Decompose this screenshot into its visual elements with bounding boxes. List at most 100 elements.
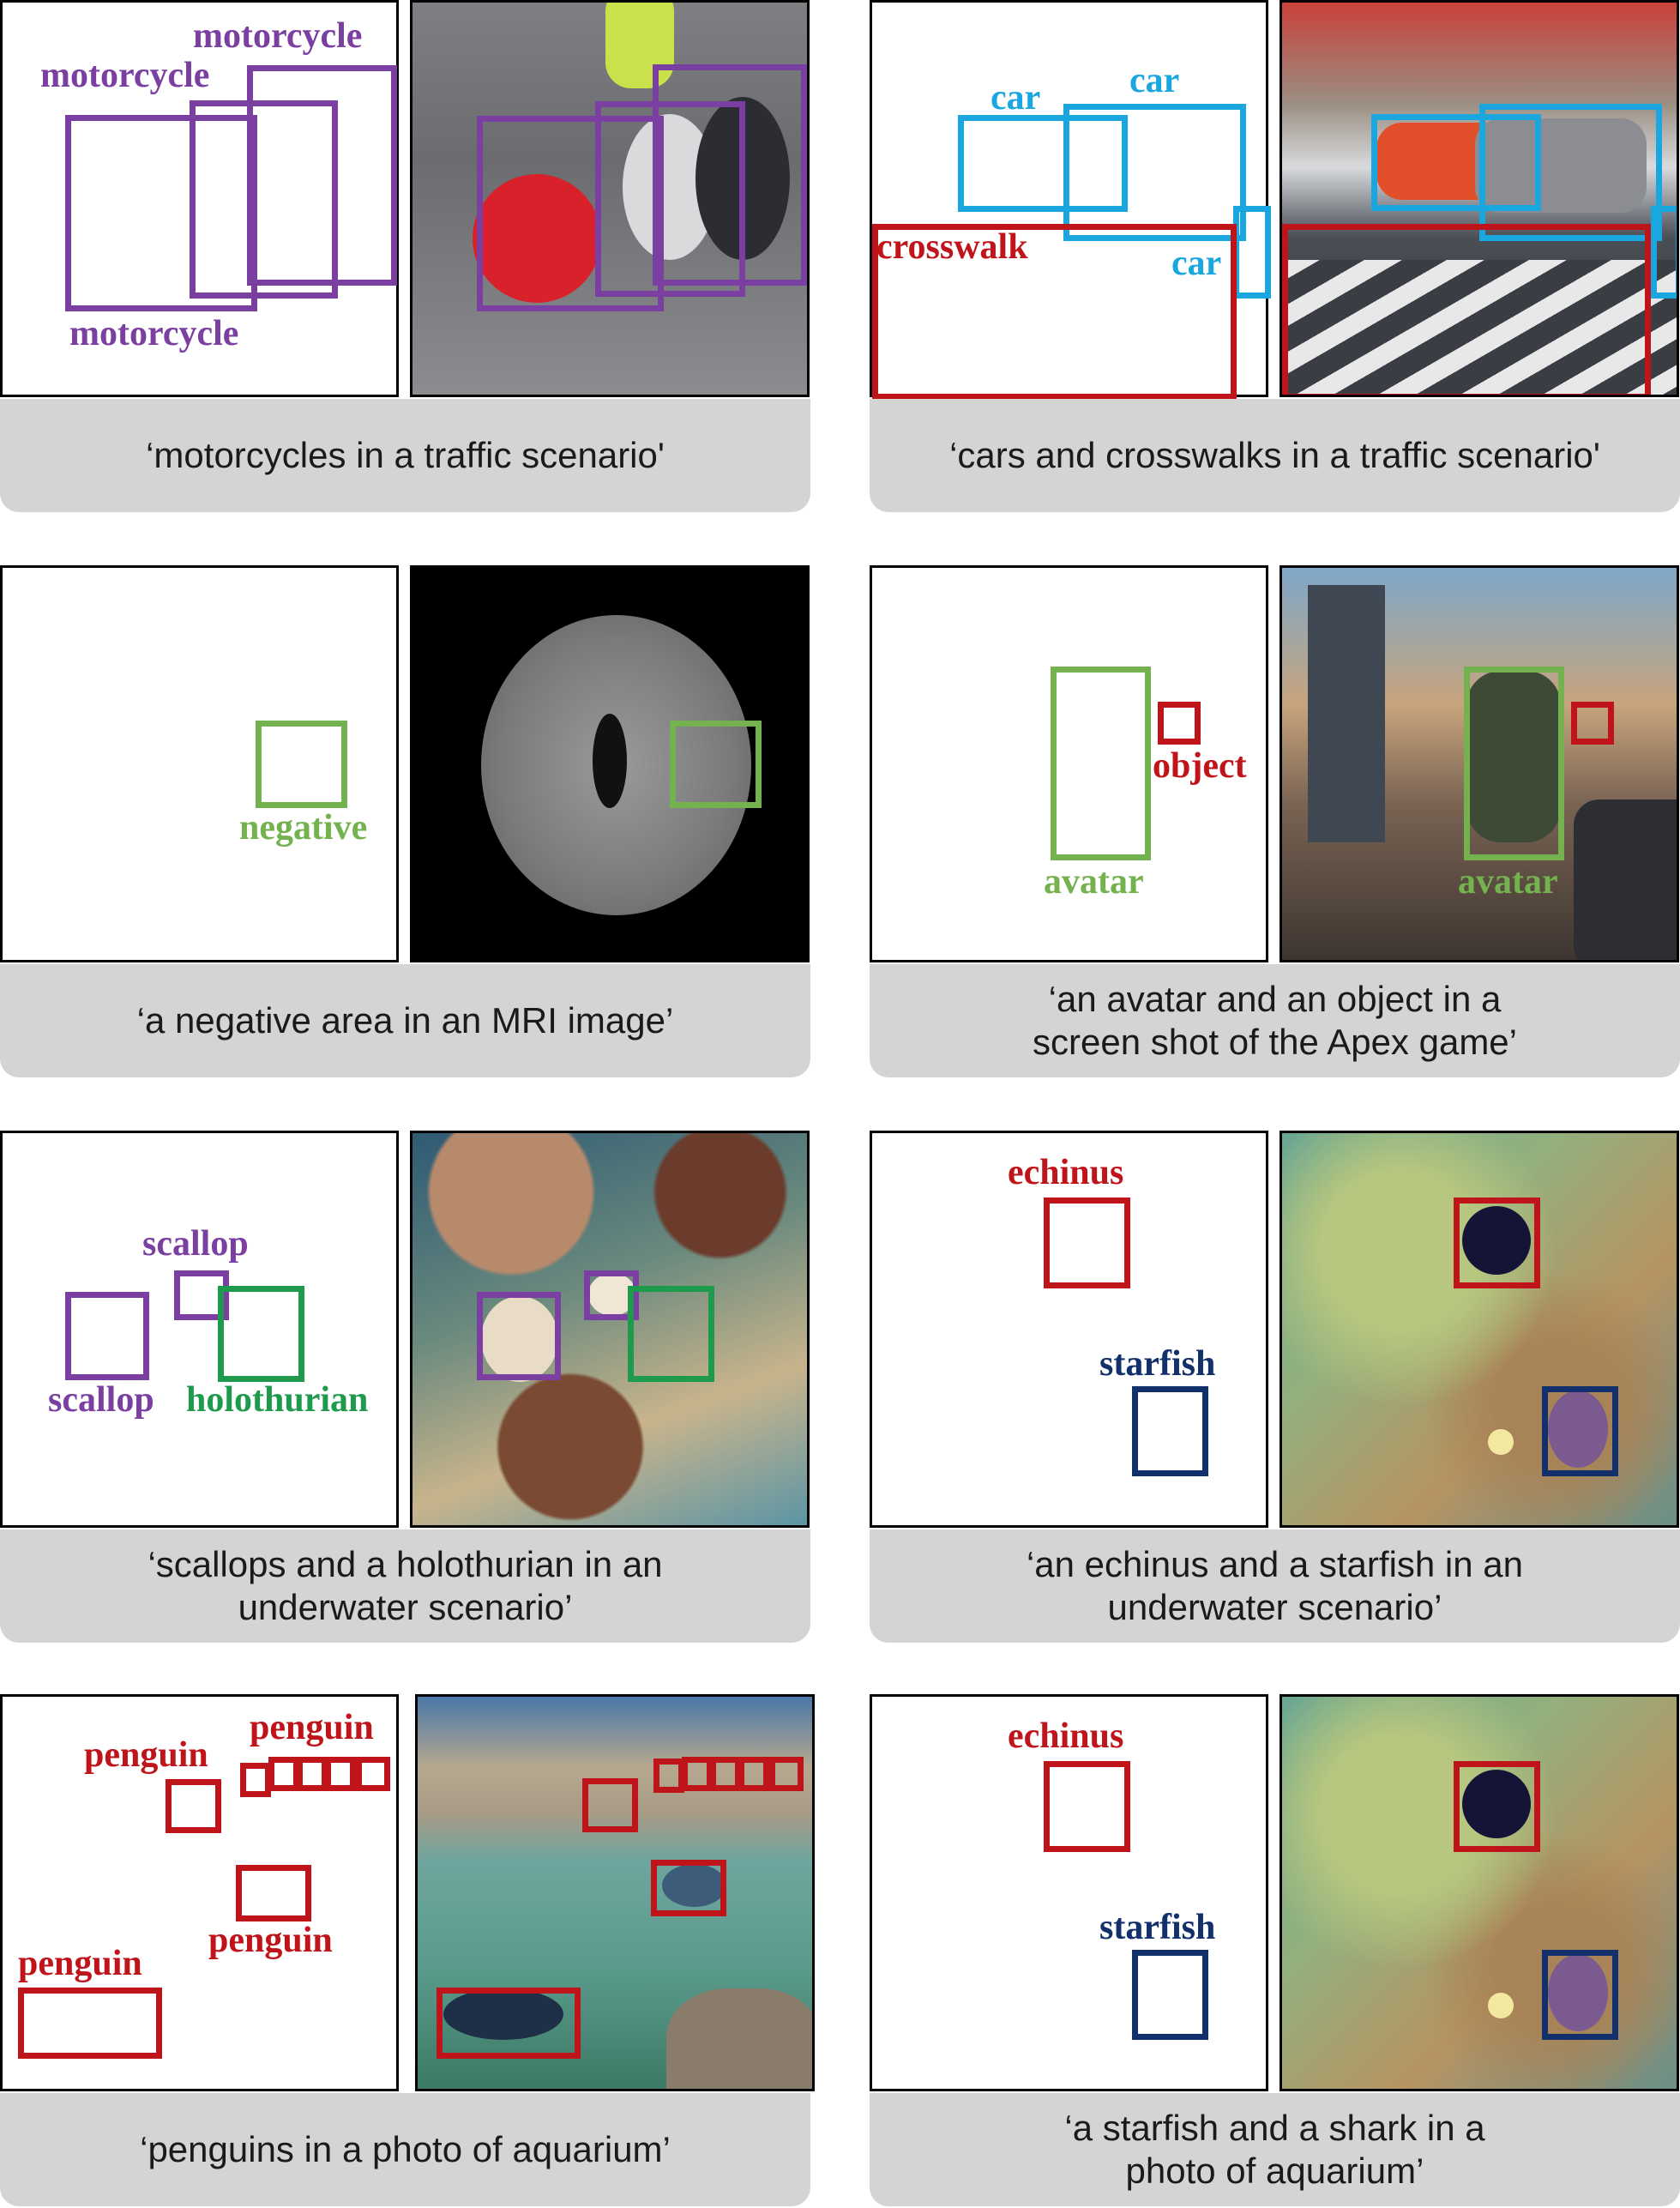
generated-photo bbox=[415, 1694, 815, 2091]
bbox-penguin bbox=[769, 1757, 804, 1791]
bbox-penguin bbox=[356, 1757, 390, 1791]
label-echinus: echinus bbox=[1008, 1716, 1124, 1756]
label-penguin: penguin bbox=[208, 1921, 333, 1960]
light-spot bbox=[1488, 1429, 1514, 1455]
grey-car bbox=[1475, 118, 1647, 213]
layout-canvas: motorcycle motorcycle motorcycle bbox=[0, 0, 399, 397]
caption-line: underwater scenario’ bbox=[238, 1587, 573, 1627]
bbox-penguin bbox=[166, 1779, 221, 1833]
bbox-negative bbox=[670, 721, 762, 808]
generated-photo bbox=[410, 0, 810, 397]
layout-canvas: scallop scallop holothurian bbox=[0, 1131, 399, 1528]
bbox-car bbox=[958, 115, 1128, 212]
echinus bbox=[1462, 1770, 1531, 1838]
caption: ‘scallops and a holothurian in an underw… bbox=[0, 1529, 810, 1643]
bbox-penguin bbox=[236, 1865, 311, 1921]
generated-photo bbox=[1280, 1131, 1679, 1528]
bbox-starfish bbox=[1542, 1386, 1618, 1476]
generated-photo: avatar bbox=[1280, 565, 1679, 962]
figure-panel-mri: negative ‘a negative area in an MRI imag… bbox=[0, 565, 821, 1077]
caption: ‘cars and crosswalks in a traffic scenar… bbox=[870, 399, 1680, 512]
caption: ‘an echinus and a starfish in an underwa… bbox=[870, 1529, 1680, 1643]
figure-panel-echinus: echinus starfish ‘an echinus and a starf… bbox=[870, 1131, 1680, 1643]
figure-panel-aquarium: echinus starfish ‘a starfish and a shark… bbox=[870, 1694, 1680, 2206]
label-holothurian: holothurian bbox=[186, 1380, 369, 1420]
caption: ‘penguins in a photo of aquarium’ bbox=[0, 2093, 810, 2206]
bbox-motorcycle bbox=[653, 64, 807, 286]
figure-panel-cars: car car crosswalk car ‘cars and crosswal… bbox=[870, 0, 1680, 512]
bbox-penguin bbox=[325, 1757, 356, 1791]
layout-canvas: negative bbox=[0, 565, 399, 962]
label-penguin: penguin bbox=[250, 1708, 374, 1747]
label-echinus: echinus bbox=[1008, 1153, 1124, 1192]
figure-panel-apex: object avatar avatar ‘an avatar and an o… bbox=[870, 565, 1680, 1077]
bbox-echinus bbox=[1044, 1198, 1130, 1288]
red-motorcycle bbox=[473, 174, 601, 303]
layout-canvas: object avatar bbox=[870, 565, 1268, 962]
layout-canvas: echinus starfish bbox=[870, 1131, 1268, 1528]
bbox-penguin bbox=[18, 1988, 162, 2059]
bbox-starfish bbox=[1132, 1950, 1208, 2040]
bbox-avatar bbox=[1464, 667, 1564, 860]
bbox-penguin bbox=[582, 1778, 638, 1832]
bbox-penguin bbox=[710, 1757, 741, 1791]
bbox-penguin bbox=[651, 1860, 726, 1916]
echinus bbox=[1462, 1206, 1531, 1275]
generated-photo bbox=[1280, 1694, 1679, 2091]
bbox-echinus bbox=[1454, 1761, 1540, 1852]
label-scallop: scallop bbox=[142, 1224, 249, 1264]
label-penguin: penguin bbox=[84, 1735, 208, 1775]
label-car: car bbox=[991, 78, 1041, 118]
label-negative: negative bbox=[239, 808, 368, 848]
figure-panel-motorcycles: motorcycle motorcycle motorcycle ‘motorc… bbox=[0, 0, 821, 512]
crosswalk-stripes bbox=[1282, 260, 1677, 395]
bbox-motorcycle bbox=[190, 100, 338, 299]
building bbox=[1308, 585, 1385, 842]
label-scallop: scallop bbox=[48, 1380, 154, 1420]
bbox-echinus bbox=[1454, 1198, 1540, 1288]
bbox-car bbox=[1479, 104, 1662, 241]
caption-line: ‘a negative area in an MRI image’ bbox=[136, 1000, 674, 1041]
bbox-penguin bbox=[240, 1763, 271, 1797]
bbox-crosswalk bbox=[872, 224, 1237, 400]
caption-line: ‘an echinus and a starfish in an bbox=[1026, 1544, 1524, 1585]
light-spot bbox=[1488, 1993, 1514, 2018]
bbox-object bbox=[1158, 702, 1201, 745]
caption: ‘a negative area in an MRI image’ bbox=[0, 964, 810, 1077]
bbox-object bbox=[1571, 702, 1614, 745]
penguin-swimming bbox=[443, 1988, 563, 2040]
bbox-holothurian bbox=[218, 1286, 304, 1382]
figure-panel-penguins: penguin penguin penguin penguin ‘penguin… bbox=[0, 1694, 821, 2206]
bbox-car bbox=[1233, 206, 1271, 299]
label-motorcycle: motorcycle bbox=[69, 314, 239, 353]
generated-photo bbox=[410, 1131, 810, 1528]
label-object: object bbox=[1153, 746, 1247, 786]
caption-line: ‘penguins in a photo of aquarium’ bbox=[140, 2129, 671, 2170]
bbox-holothurian bbox=[628, 1286, 714, 1382]
scallop-shell bbox=[481, 1296, 558, 1382]
label-avatar: avatar bbox=[1458, 862, 1558, 902]
caption-line: underwater scenario’ bbox=[1107, 1587, 1442, 1627]
bbox-negative bbox=[256, 721, 347, 808]
bbox-starfish bbox=[1132, 1386, 1208, 1476]
bbox-avatar bbox=[1051, 667, 1151, 860]
caption: ‘a starfish and a shark in a photo of aq… bbox=[870, 2093, 1680, 2206]
caption: ‘motorcycles in a traffic scenario' bbox=[0, 399, 810, 512]
caption: ‘an avatar and an object in a screen sho… bbox=[870, 964, 1680, 1077]
bbox-scallop bbox=[65, 1292, 149, 1380]
caption-line: ‘an avatar and an object in a bbox=[1048, 979, 1502, 1020]
label-starfish: starfish bbox=[1099, 1908, 1216, 1947]
layout-canvas: echinus starfish bbox=[870, 1694, 1268, 2091]
bbox-penguin bbox=[682, 1757, 713, 1791]
figure-panel-scallops: scallop scallop holothurian ‘scallops an… bbox=[0, 1131, 821, 1643]
bbox-car bbox=[1651, 206, 1677, 299]
starfish bbox=[1548, 1391, 1608, 1468]
caption-line: ‘scallops and a holothurian in an bbox=[148, 1544, 663, 1585]
layout-canvas: car car crosswalk car bbox=[870, 0, 1271, 400]
caption-line: screen shot of the Apex game’ bbox=[1032, 1022, 1517, 1062]
bbox-car bbox=[1063, 104, 1246, 241]
bbox-crosswalk bbox=[1282, 224, 1651, 395]
weapon bbox=[1574, 799, 1677, 960]
bbox-car bbox=[1371, 114, 1541, 211]
caption-line: photo of aquarium’ bbox=[1125, 2151, 1424, 2191]
